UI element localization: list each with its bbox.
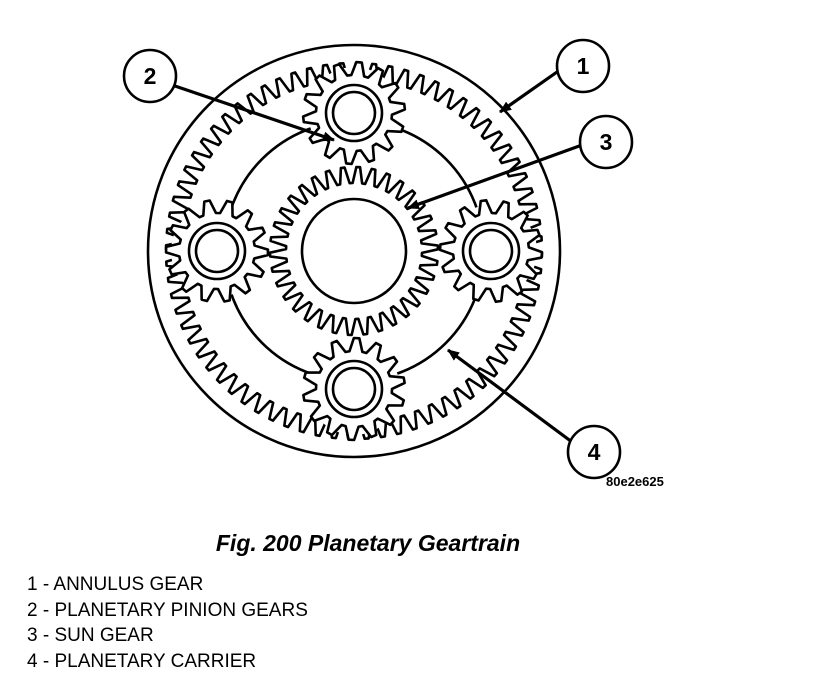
- planet-gear-pin: [468, 228, 514, 274]
- annulus-outer-rim: [146, 43, 562, 459]
- legend-item-sun-gear: 3 - SUN GEAR: [27, 625, 154, 646]
- legend-item-planetary-carrier: 4 - PLANETARY CARRIER: [27, 650, 257, 672]
- planet-gear-pin: [194, 228, 240, 274]
- planet-gear-hub: [324, 359, 384, 419]
- figure-caption: Fig. 200 Planetary Geartrain: [215, 530, 521, 556]
- planet-pinion-gear-top: [301, 60, 407, 166]
- planet-gear-pin: [331, 90, 377, 136]
- legend-item-planetary-pinion-gears: 2 - PLANETARY PINION GEARS: [27, 599, 308, 621]
- planet-gear-teeth: [301, 60, 407, 166]
- callout-1: 1: [555, 38, 611, 94]
- planet-gear-pin: [331, 366, 377, 412]
- planet-gear-teeth: [164, 199, 270, 303]
- annulus-gear: [164, 61, 544, 441]
- legend-item-annulus-gear: 1 - ANNULUS GEAR: [27, 574, 204, 595]
- callout-3-number: 3: [600, 129, 613, 155]
- leader-arrow-2: [171, 83, 335, 142]
- leader-arrow-3: [407, 143, 583, 210]
- planet-gear-teeth: [302, 336, 406, 442]
- callout-3: 3: [578, 114, 634, 170]
- planet-pinion-gear-bottom: [302, 336, 406, 442]
- callout-legend: 1 - ANNULUS GEAR 2 - PLANETARY PINION GE…: [27, 572, 308, 674]
- planet-gear-hub: [461, 221, 521, 281]
- leader-arrow-1: [499, 70, 558, 114]
- planet-gear-teeth: [438, 198, 544, 304]
- callout-4-number: 4: [588, 439, 601, 465]
- planetary-geartrain-diagram: 1 2 3 4: [122, 38, 634, 480]
- planet-pinion-gear-left: [164, 199, 270, 303]
- callout-2: 2: [122, 48, 178, 104]
- planet-gear-hub: [187, 221, 247, 281]
- callout-4: 4: [566, 424, 622, 480]
- leader-arrow-4: [447, 348, 573, 444]
- planet-pinion-gear-right: [438, 198, 544, 304]
- sun-gear: [268, 165, 440, 337]
- planet-gear-hub: [324, 83, 384, 143]
- figure-id-code: 80e2e625: [606, 474, 664, 489]
- sun-gear-bore: [300, 197, 408, 305]
- callout-2-number: 2: [144, 63, 157, 89]
- callout-1-number: 1: [577, 53, 590, 79]
